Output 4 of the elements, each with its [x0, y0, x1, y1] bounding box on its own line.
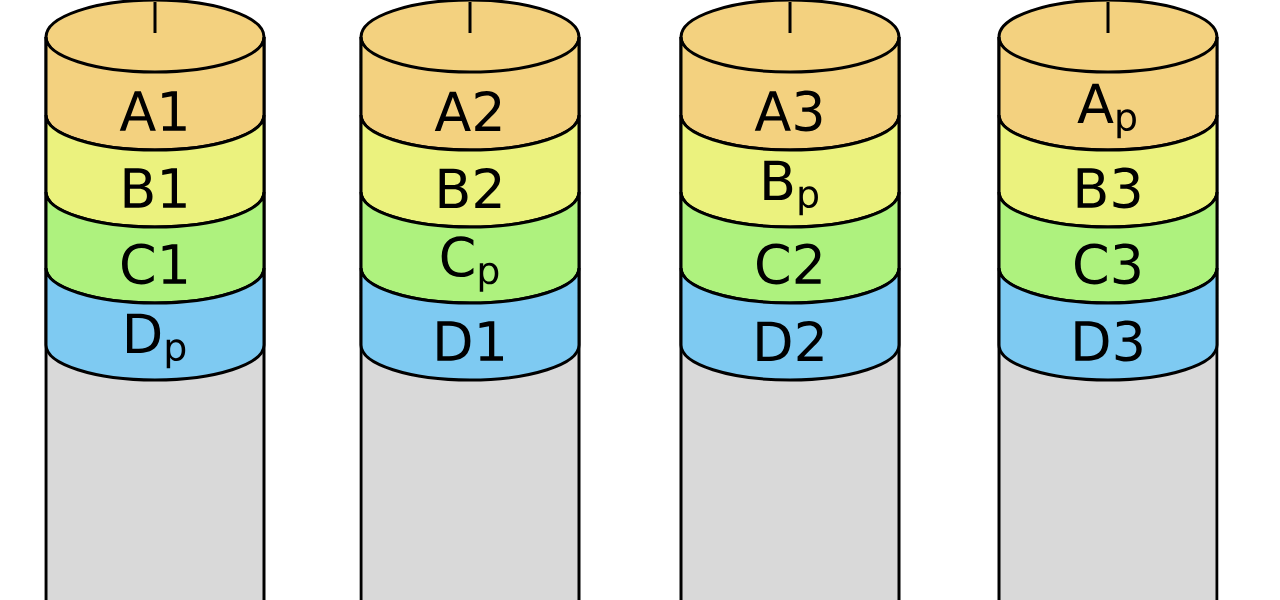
stripe-band: A1 [44, 35, 266, 152]
stripe-band: A$_{p}$ [997, 35, 1219, 152]
stripe-band: A3 [679, 35, 901, 152]
stripe-band: A2 [359, 35, 581, 152]
